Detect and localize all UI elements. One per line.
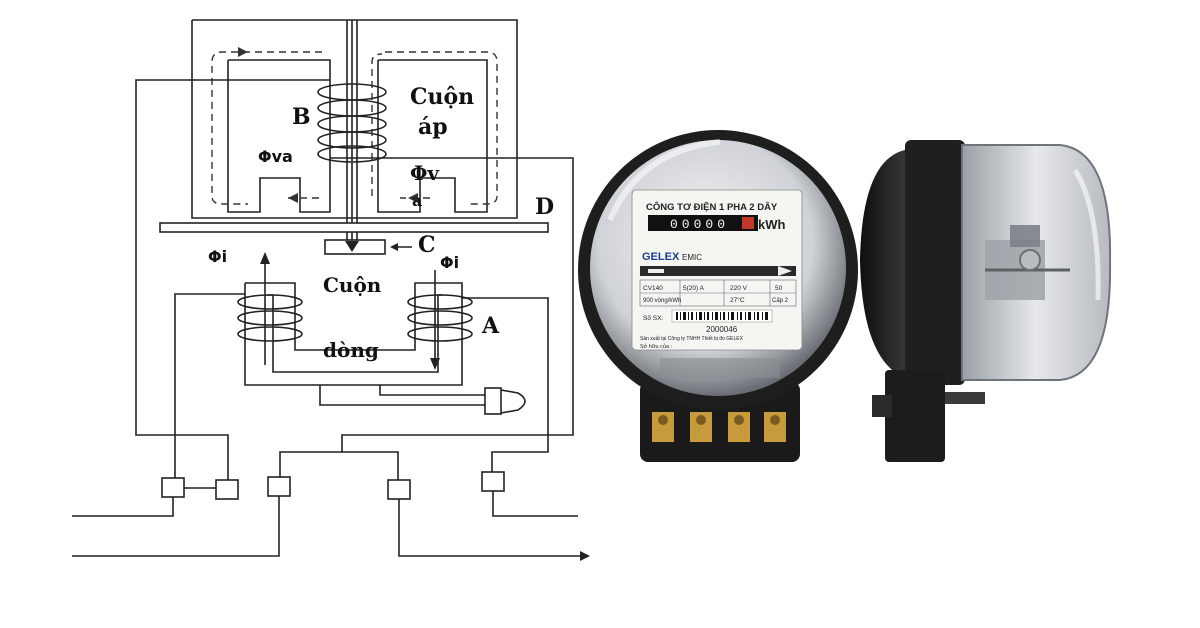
meter-manufacturer: Sản xuất tại Công ty TNHH Thiết bị đo GE…	[640, 336, 744, 342]
load-lamp	[319, 385, 526, 415]
meter-serial-label: Số SX:	[643, 313, 663, 322]
meter-constant: 900 vòng/kWh	[643, 298, 681, 304]
label-coil-current-2: dòng	[323, 338, 379, 362]
label-phi-va: Φva	[258, 147, 293, 166]
meter-voltage: 220 V	[730, 285, 748, 292]
label-coil-current-1: Cuộn	[323, 273, 382, 297]
label-phi-i-left: Φi	[208, 247, 227, 266]
meter-current: 5(20) A	[683, 285, 705, 292]
label-d: D	[535, 194, 554, 220]
label-coil-voltage-1: Cuộn	[410, 84, 474, 110]
meter-title: CÔNG TƠ ĐIỆN 1 PHA 2 DÂY	[646, 201, 778, 213]
flux-down-arrow	[430, 358, 440, 370]
meter-model: CV140	[643, 285, 663, 292]
voltage-core	[191, 19, 518, 248]
barcode	[676, 312, 768, 320]
label-a: A	[481, 313, 500, 339]
meter-unit: kWh	[758, 217, 786, 232]
meter-frequency: 50	[775, 285, 783, 292]
label-phi-i-right: Φi	[440, 253, 459, 272]
current-coil	[237, 294, 473, 342]
flux-paths	[211, 47, 498, 205]
meter-serial: 2000046	[706, 325, 738, 334]
meter-side-bracket	[885, 370, 945, 462]
label-coil-voltage-2: áp	[418, 114, 448, 140]
meter-accuracy: Cấp 2	[772, 298, 789, 304]
meter-schematic: B Cuộn áp Φva Φv a D C Φi Φi Cuộn dòng A	[72, 19, 590, 561]
label-phi-v: Φv	[410, 161, 440, 185]
disk-d	[159, 222, 549, 233]
meter-owner-label: Sở hữu của :	[640, 343, 673, 350]
meter-brand: GELEX	[642, 251, 680, 263]
voltage-coil	[317, 83, 387, 163]
label-b: B	[292, 104, 311, 130]
meter-brand-sub: EMIC	[682, 253, 702, 262]
label-a-small: a	[412, 191, 422, 210]
wiring	[72, 79, 590, 561]
flux-up-arrow	[260, 252, 270, 264]
meter-side-photo	[860, 140, 1112, 462]
meter-counter: 00000	[670, 217, 729, 232]
current-core	[244, 282, 463, 386]
meter-front-photo: CÔNG TƠ ĐIỆN 1 PHA 2 DÂY 00000 kWh GELEX…	[578, 130, 858, 462]
label-c: C	[418, 232, 436, 258]
meter-temperature: 27°C	[730, 296, 745, 304]
